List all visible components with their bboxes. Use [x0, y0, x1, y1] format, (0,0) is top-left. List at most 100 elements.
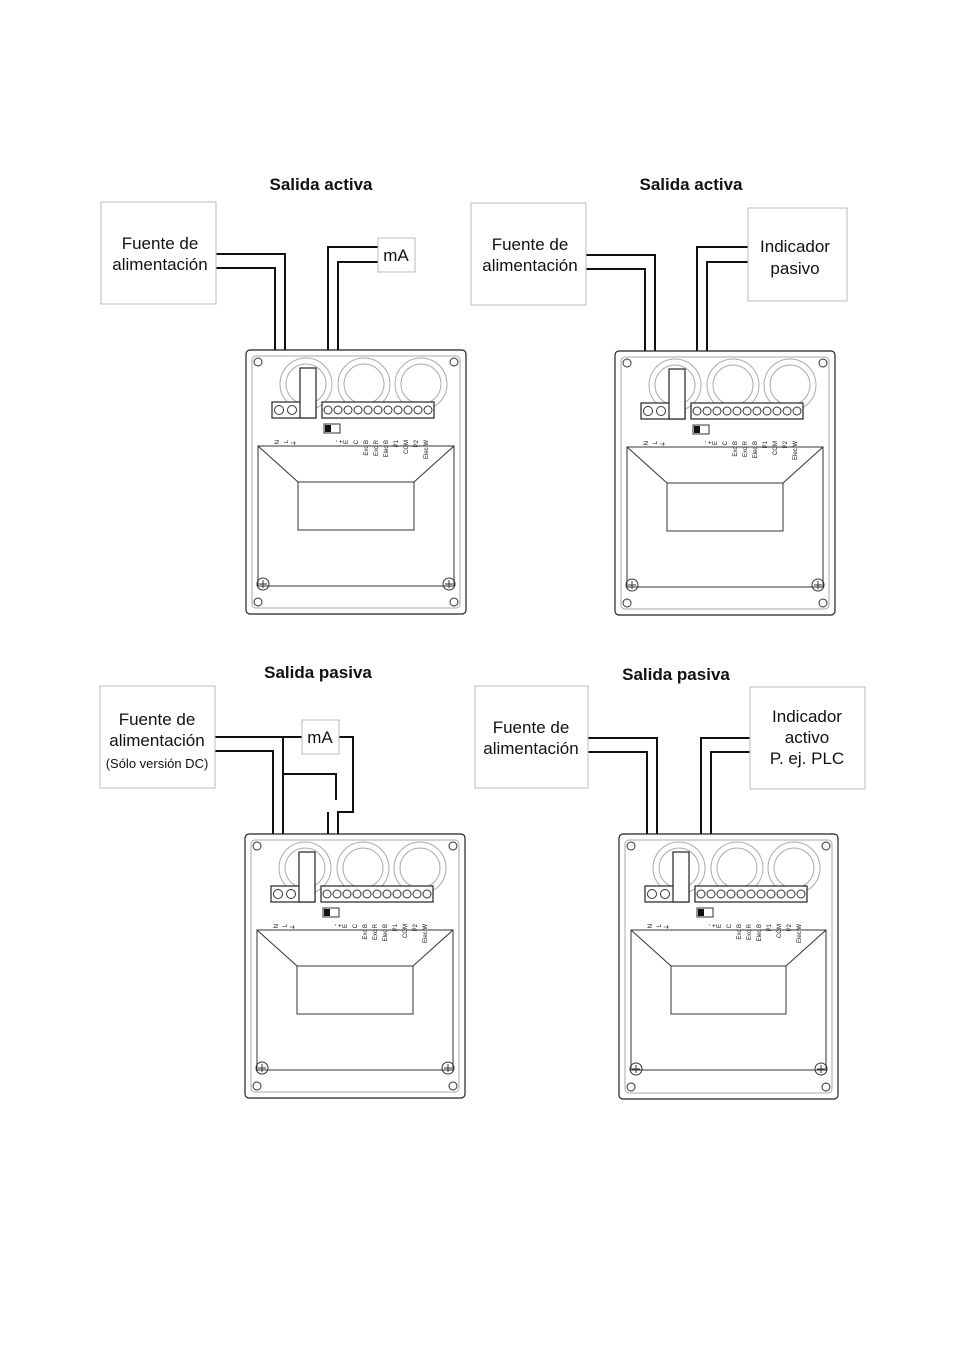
terminal-screw-icon [722, 406, 732, 416]
terminal-screw-icon [383, 405, 393, 415]
terminal-label: P2 [413, 923, 419, 931]
dip-switch-lever [694, 426, 700, 433]
mounting-screw-icon [625, 578, 639, 592]
terminal-screw-icon [287, 405, 297, 415]
ammeter-label: mA [383, 246, 409, 265]
terminal-screw-icon [736, 889, 746, 899]
power-source-label: alimentación [483, 739, 578, 758]
power-source-label: Fuente de [119, 710, 196, 729]
terminal-label: + [712, 924, 718, 928]
terminal-label: P2 [783, 440, 789, 448]
terminal-label: - [334, 440, 340, 442]
mounting-screw-icon [256, 577, 270, 591]
dip-switch [692, 424, 710, 435]
corner-screw-icon [622, 598, 632, 608]
fuse-holder [298, 851, 316, 903]
terminal-screw-icon [322, 889, 332, 899]
bezel-edge [785, 929, 827, 967]
corner-screw-icon [448, 841, 458, 851]
display-bezel [256, 929, 454, 1071]
terminal-label: C [723, 440, 729, 445]
terminal-screw-icon [402, 889, 412, 899]
terminal-label: C [354, 439, 360, 444]
power-source-label: Fuente de [493, 718, 570, 737]
terminal-screw-icon [392, 889, 402, 899]
terminal-screw-icon [373, 405, 383, 415]
terminal-block-signal [321, 401, 435, 419]
terminal-block-signal [320, 885, 434, 903]
terminal-label: ⏚ [290, 924, 297, 930]
corner-screw-icon [449, 597, 459, 607]
terminal-label: P1 [394, 439, 400, 447]
terminal-screw-icon [696, 889, 706, 899]
terminal-screw-icon [716, 889, 726, 899]
terminal-screw-icon [702, 406, 712, 416]
fuse-holder [299, 367, 317, 419]
power-source-box [474, 685, 589, 789]
terminal-label: COM [404, 440, 410, 454]
terminal-label: P1 [393, 923, 399, 931]
power-source-box [470, 202, 587, 306]
terminal-label: + [339, 440, 345, 444]
corner-screw-icon [253, 357, 263, 367]
terminal-label: Exc B [737, 924, 743, 940]
terminal-label: + [708, 441, 714, 445]
terminal-screw-icon [273, 889, 283, 899]
bezel-edge [257, 445, 299, 483]
terminal-screw-icon [342, 889, 352, 899]
terminal-label: Elec B [384, 440, 390, 457]
display-bezel [630, 929, 827, 1071]
terminal-screw-icon [413, 405, 423, 415]
indicator-box [747, 207, 848, 302]
corner-screw-icon [818, 358, 828, 368]
terminal-label: P1 [763, 440, 769, 448]
indicator-label: activo [785, 728, 829, 747]
terminal-label: Exc B [364, 440, 370, 456]
corner-screw-icon [626, 1082, 636, 1092]
terminal-screw-icon [660, 889, 670, 899]
terminal-block-signal [690, 402, 804, 420]
terminal-screw-icon [647, 889, 657, 899]
power-source-box [100, 201, 217, 305]
terminal-label: COM [773, 441, 779, 455]
terminal-label: P2 [787, 923, 793, 931]
terminal-screw-icon [412, 889, 422, 899]
housing-inner-edge [251, 355, 461, 609]
terminal-label: ⏚ [664, 924, 671, 930]
terminal-screw-icon [422, 889, 432, 899]
terminal-label: N [275, 440, 281, 444]
power-source-label: alimentación [482, 256, 577, 275]
terminal-label: Elec B [383, 924, 389, 941]
terminal-screw-icon [762, 406, 772, 416]
housing-inner-edge [624, 839, 833, 1094]
terminal-screw-icon [746, 889, 756, 899]
terminal-screw-icon [393, 405, 403, 415]
terminal-label: N [274, 924, 280, 928]
corner-screw-icon [821, 1082, 831, 1092]
terminal-screw-icon [353, 405, 363, 415]
corner-screw-icon [622, 358, 632, 368]
terminal-label: Exc R [373, 923, 379, 940]
terminal-label: ⏚ [291, 440, 298, 446]
terminal-screw-icon [742, 406, 752, 416]
terminal-screw-icon [286, 889, 296, 899]
terminal-label: E [717, 924, 723, 928]
terminal-screw-icon [706, 889, 716, 899]
panel-title: Salida activa [269, 175, 373, 194]
power-source-label: Fuente de [122, 234, 199, 253]
power-source-box [99, 685, 216, 789]
terminal-screw-icon [786, 889, 796, 899]
bezel-edge [626, 446, 668, 484]
terminal-screw-icon [792, 406, 802, 416]
terminal-screw-icon [656, 406, 666, 416]
terminal-label: N [648, 924, 654, 928]
terminal-screw-icon [712, 406, 722, 416]
panel-title: Salida activa [639, 175, 743, 194]
ammeter-box [301, 719, 340, 755]
fuse-holder [672, 851, 690, 903]
terminal-screw-icon [352, 889, 362, 899]
corner-screw-icon [821, 841, 831, 851]
indicator-label: P. ej. PLC [770, 749, 844, 768]
